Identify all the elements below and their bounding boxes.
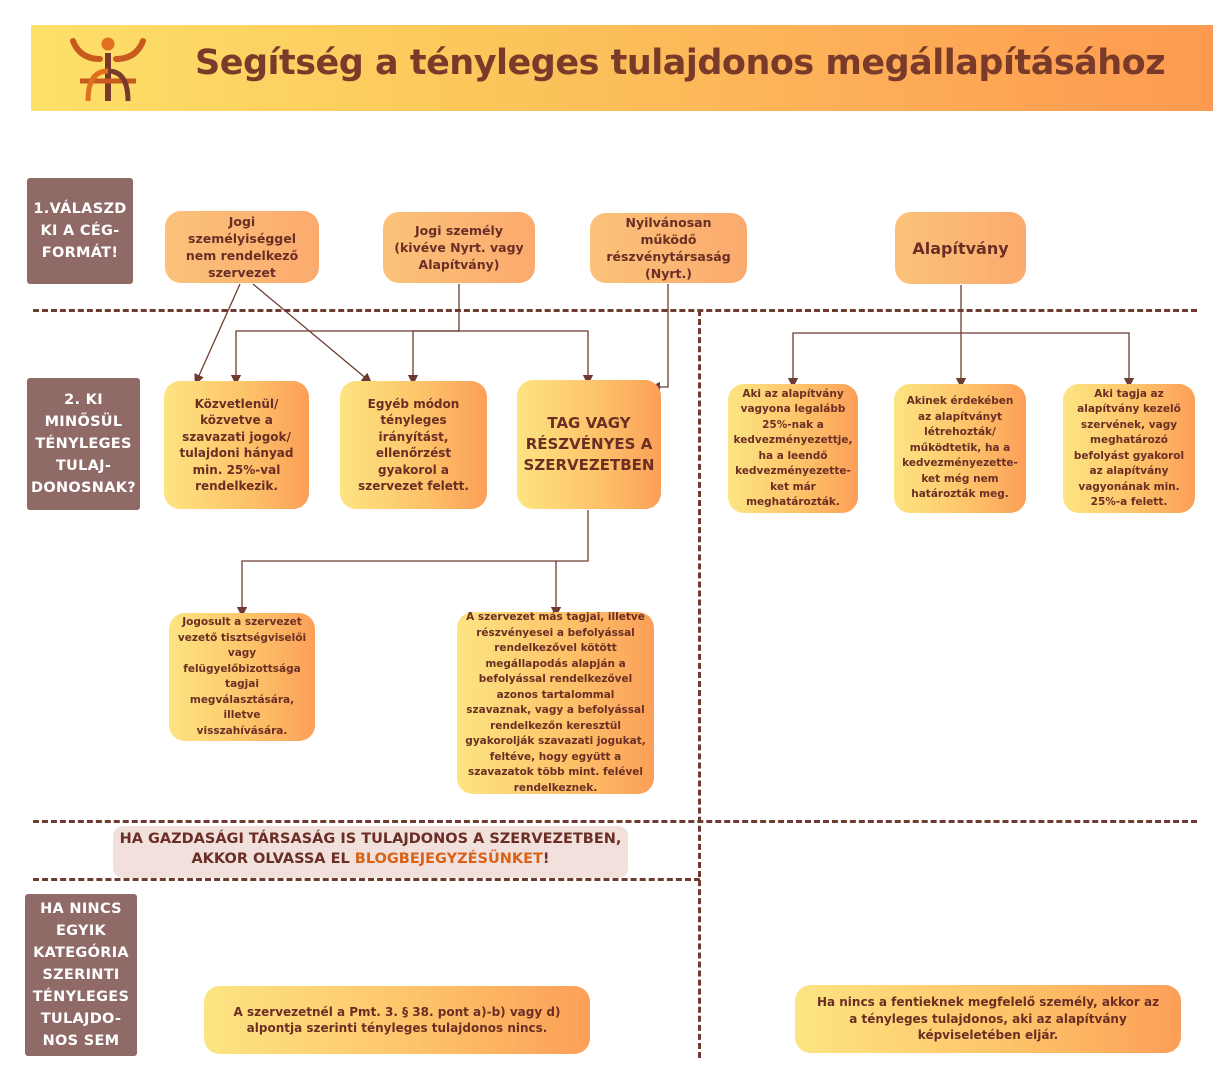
blog-link[interactable]: BLOGBEJEGYZÉSÜNKET [354, 851, 543, 867]
step2-label: 2. KI MINŐSÜL TÉNYLEGES TULAJ-DONOSNAK? [27, 378, 140, 510]
foundation-interest: Akinek érdekében az alapítványt létrehoz… [894, 384, 1026, 513]
foundation-beneficiary: Aki az alapítvány vagyona legalább 25%-n… [728, 384, 858, 513]
header-banner [31, 25, 1213, 111]
separator-2 [33, 820, 1197, 823]
separator-vertical [698, 310, 701, 1058]
step1-label: 1.VÁLASZD KI A CÉG-FORMÁT! [27, 178, 133, 284]
notice-line-2-suffix: ! [542, 851, 550, 867]
criteria-agreement: A szervezet más tagjai, illetve részvény… [457, 611, 654, 794]
form-nyrt: Nyilvánosan működő részvénytársaság (Nyr… [590, 213, 747, 283]
step3-label: HA NINCS EGYIK KATEGÓRIA SZERINTI TÉNYLE… [25, 894, 137, 1056]
form-no-legal-person: Jogi személyiséggel nem rendelkező szerv… [165, 211, 319, 283]
criteria-member: TAG VAGY RÉSZVÉNYES A SZERVEZETBEN [517, 380, 661, 509]
separator-1 [33, 309, 1197, 312]
separator-3 [33, 878, 700, 881]
notice-line-1: HA GAZDASÁGI TÁRSASÁG IS TULAJDONOS A SZ… [119, 831, 622, 847]
fallback-company: A szervezetnél a Pmt. 3. § 38. pont a)-b… [204, 986, 590, 1054]
logo-icon [70, 35, 146, 105]
page-title: Segítség a tényleges tulajdonos megállap… [195, 43, 1166, 83]
form-foundation: Alapítvány [895, 212, 1026, 284]
fallback-foundation: Ha nincs a fentieknek megfelelő személy,… [795, 985, 1181, 1053]
notice-line-2: AKKOR OLVASSA EL [191, 851, 355, 867]
criteria-other-control: Egyéb módon tényleges irányítást, ellenő… [340, 381, 487, 509]
blog-notice: HA GAZDASÁGI TÁRSASÁG IS TULAJDONOS A SZ… [113, 826, 628, 878]
criteria-direct-indirect: Közvetlenül/ közvetve a szavazati jogok/… [164, 381, 309, 509]
criteria-appoint-right: Jogosult a szervezet vezető tisztségvise… [169, 613, 315, 741]
foundation-board: Aki tagja az alapítvány kezelő szervének… [1063, 384, 1195, 513]
form-legal-person: Jogi személy (kivéve Nyrt. vagy Alapítvá… [383, 212, 535, 283]
